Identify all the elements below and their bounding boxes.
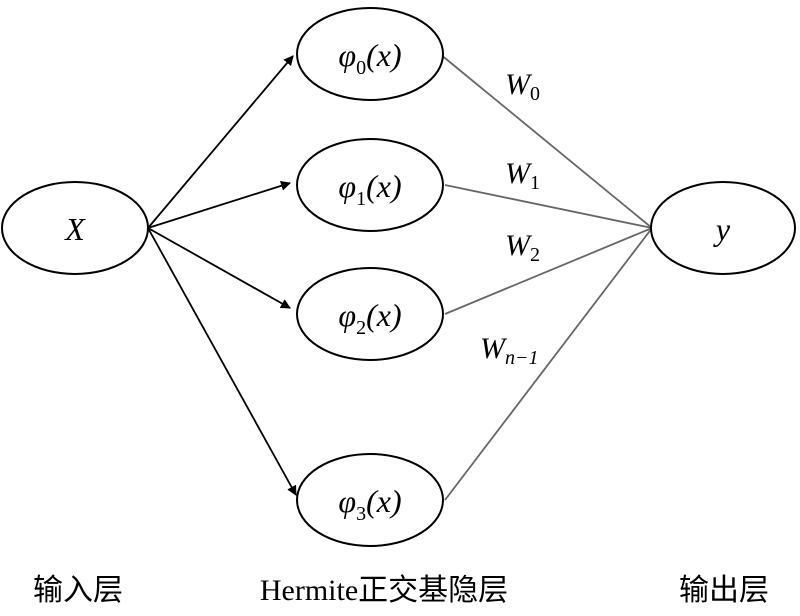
hidden-node-0-func: φ bbox=[338, 37, 356, 73]
edge-input-to-hidden-1 bbox=[147, 180, 291, 229]
layer-label-hidden-prefix: Hermite bbox=[260, 574, 358, 607]
input-node: X bbox=[1, 181, 149, 275]
hidden-node-3: φ3(x) bbox=[296, 453, 444, 547]
hidden-node-0-sub: 0 bbox=[356, 57, 366, 79]
hidden-node-0: φ0(x) bbox=[296, 7, 444, 101]
svg-text:φ1(x): φ1(x) bbox=[338, 168, 401, 210]
output-node: y bbox=[650, 181, 796, 275]
hidden-node-2-func: φ bbox=[338, 297, 356, 333]
hidden-node-1-sub: 1 bbox=[356, 188, 366, 210]
edge-hidden-3-to-output bbox=[444, 227, 653, 501]
layer-label-input: 输入层 bbox=[33, 573, 123, 608]
edge-hidden-1-to-output bbox=[444, 184, 653, 229]
input-node-label: X bbox=[63, 211, 86, 247]
weight-label-0: W0 bbox=[505, 68, 540, 105]
layer-label-hidden: Hermite正交基隐层 bbox=[260, 573, 508, 608]
hidden-node-2: φ2(x) bbox=[296, 267, 444, 361]
hidden-node-0-arg: (x) bbox=[366, 37, 402, 73]
hidden-node-3-arg: (x) bbox=[366, 483, 402, 519]
edge-hidden-2-to-output bbox=[444, 227, 653, 315]
svg-text:φ3(x): φ3(x) bbox=[338, 483, 401, 525]
edge-hidden-0-to-output bbox=[439, 53, 653, 229]
weight-label-n-minus-1: Wn−1 bbox=[480, 332, 539, 369]
hidden-node-2-arg: (x) bbox=[366, 297, 402, 333]
weight-label-1: W1 bbox=[505, 157, 540, 194]
weight-label-2: W2 bbox=[505, 229, 540, 266]
layer-label-hidden-text: 正交基隐层 bbox=[358, 573, 508, 608]
edge-input-to-hidden-0 bbox=[147, 55, 294, 229]
hidden-node-1-arg: (x) bbox=[366, 168, 402, 204]
hidden-node-1-func: φ bbox=[338, 168, 356, 204]
hidden-node-2-sub: 2 bbox=[356, 317, 366, 339]
layer-label-output: 输出层 bbox=[679, 573, 769, 608]
edge-input-to-hidden-3 bbox=[147, 227, 297, 496]
svg-text:φ2(x): φ2(x) bbox=[338, 297, 401, 339]
edge-input-to-hidden-2 bbox=[147, 227, 291, 309]
output-node-label: y bbox=[713, 211, 731, 247]
hidden-node-1: φ1(x) bbox=[296, 138, 444, 232]
hidden-node-3-sub: 3 bbox=[356, 503, 366, 525]
hidden-node-3-func: φ bbox=[338, 483, 356, 519]
svg-text:φ0(x): φ0(x) bbox=[338, 37, 401, 79]
